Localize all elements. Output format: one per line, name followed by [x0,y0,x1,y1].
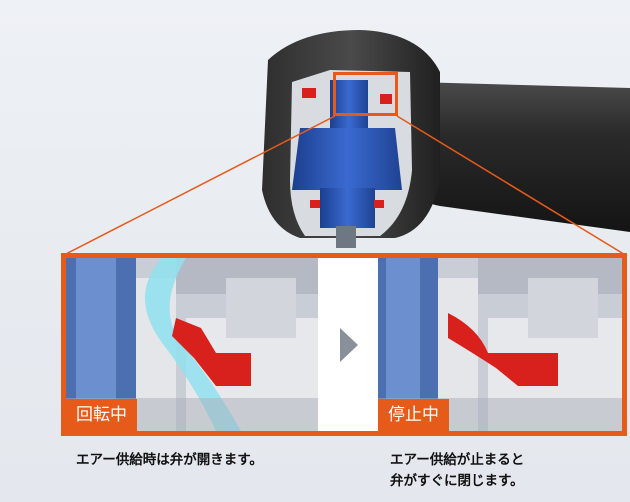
caption-stopped-line2: 弁がすぐに閉じます。 [390,473,524,489]
detail-callout-box [333,72,398,116]
caption-stopped: エアー供給が止まると 弁がすぐに閉じます。 [390,450,610,492]
caption-stopped-line1: エアー供給が止まると [390,452,525,468]
valve-detail-frame: 回転中 停止中 [61,253,627,436]
caption-rotating: エアー供給時は弁が開きます。 [76,452,263,468]
rotating-tag: 回転中 [66,399,137,431]
arrow-right-icon [340,328,358,362]
tool-handle [400,82,630,232]
stopped-tag: 停止中 [378,399,449,431]
spindle-body [292,128,402,190]
